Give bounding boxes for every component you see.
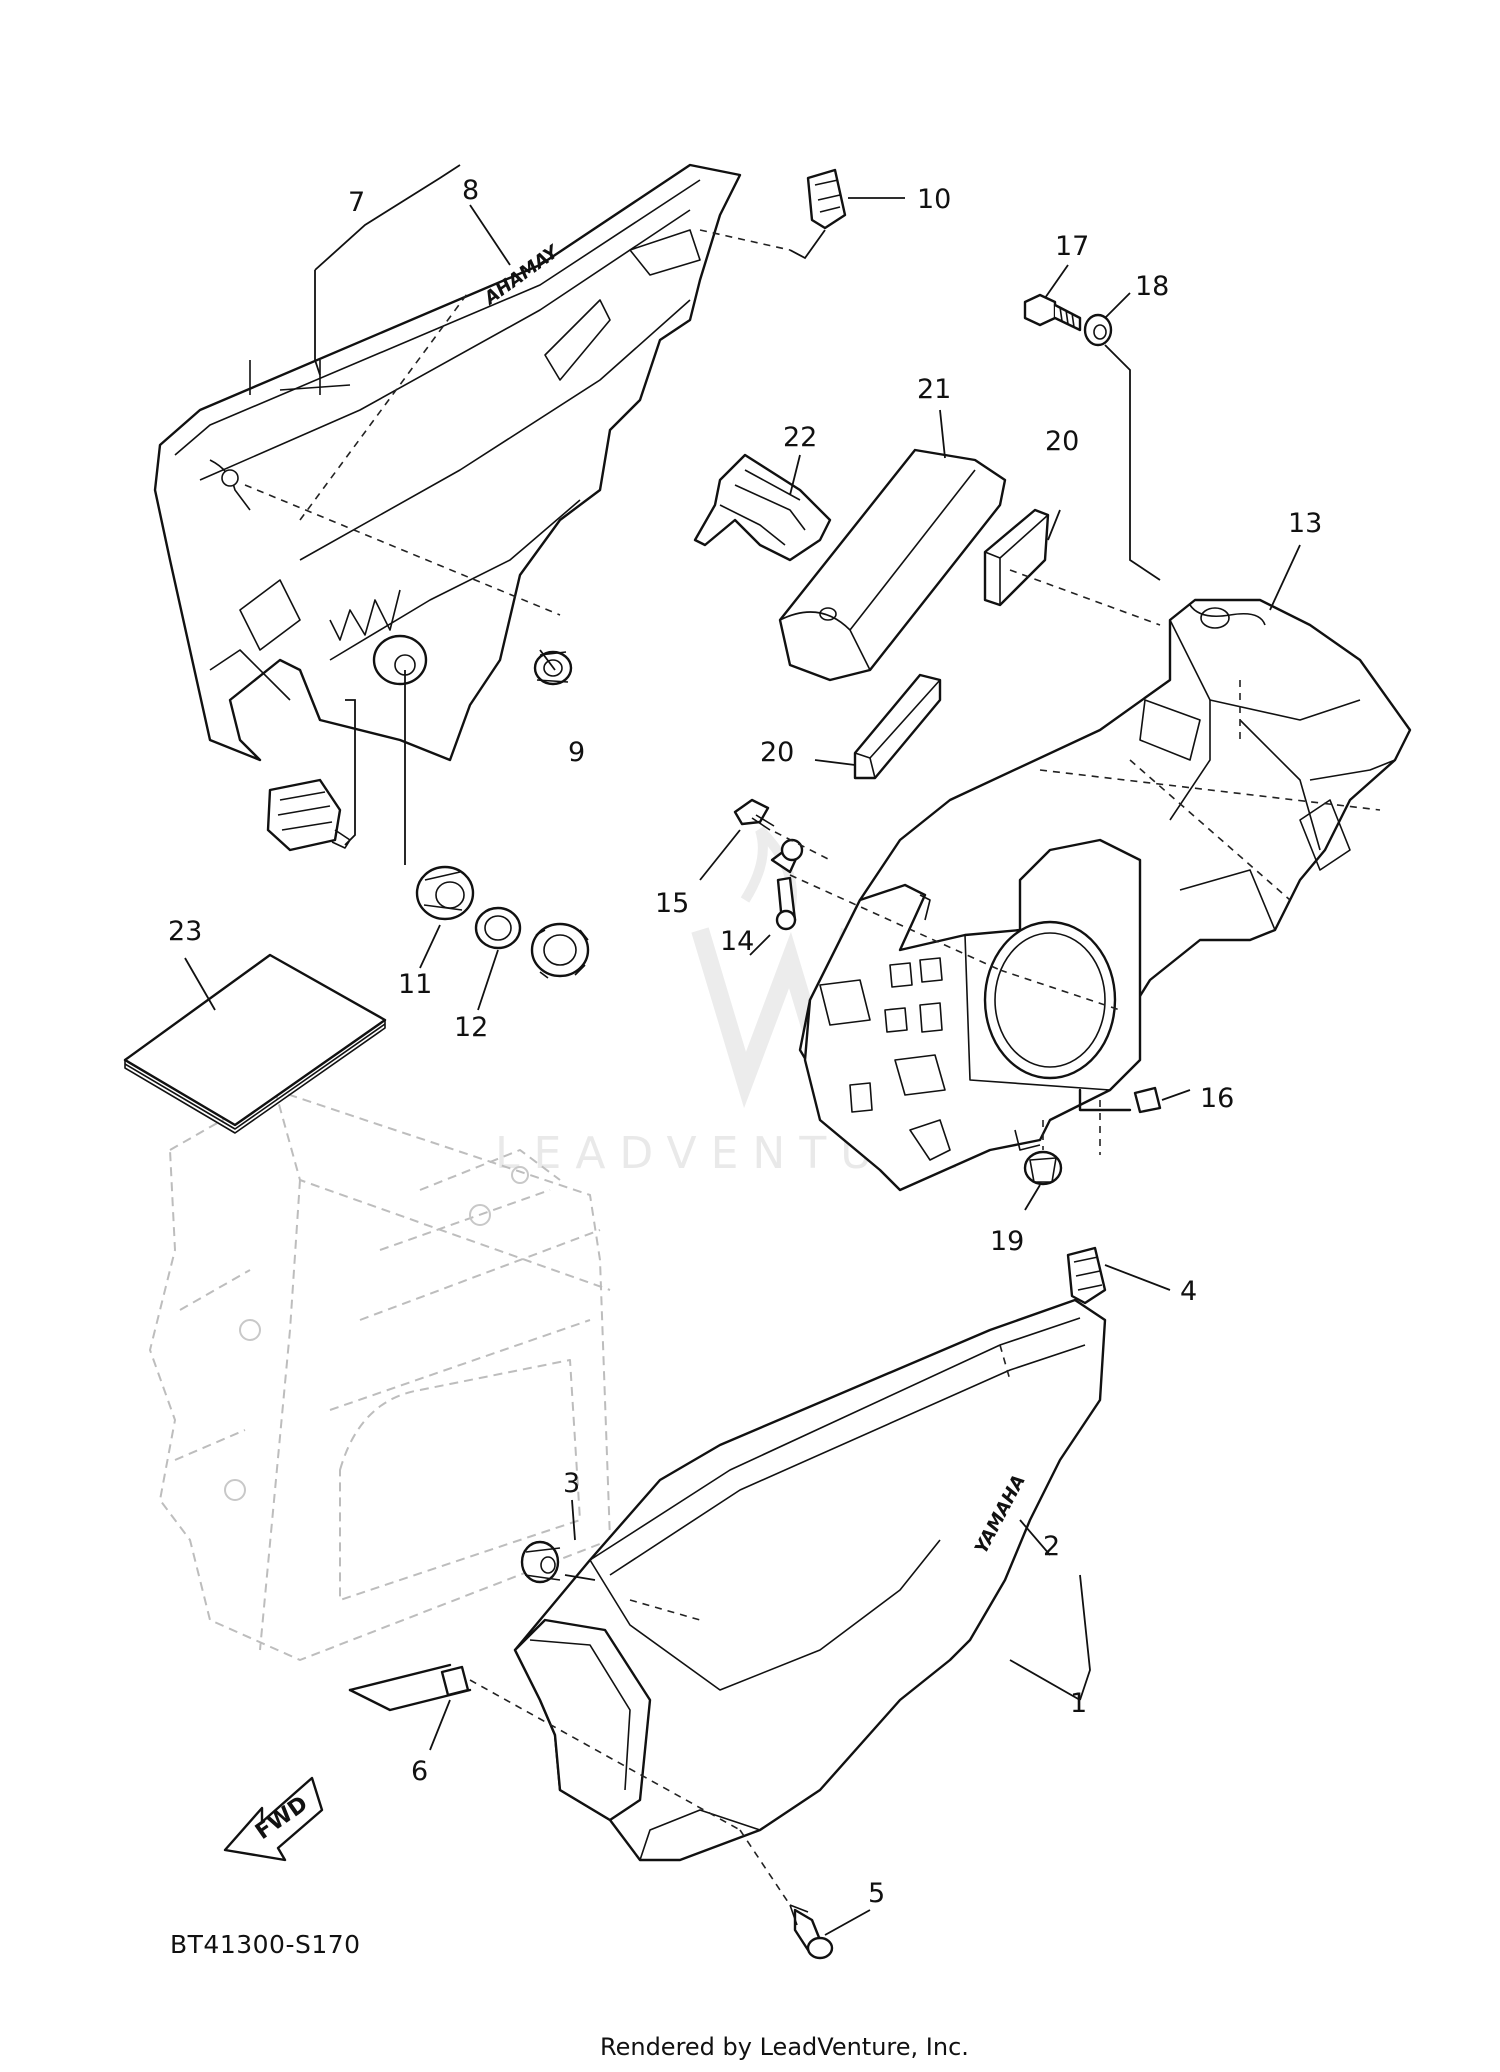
callout-11: 11: [398, 969, 432, 1000]
callout-23: 23: [168, 916, 202, 947]
callouts: 1 2 3 4 5 6 7 8 9 10 11 12 13 14 15 16 1…: [168, 175, 1322, 1909]
callout-12: 12: [454, 1012, 488, 1043]
callout-8: 8: [462, 175, 479, 206]
callout-18: 18: [1135, 271, 1169, 302]
callout-5: 5: [868, 1878, 885, 1909]
callout-6: 6: [411, 1756, 428, 1787]
callout-20-lower: 20: [760, 737, 794, 768]
air-intake-front: [789, 838, 1142, 1192]
leaders-1-2: [1009, 1519, 1091, 1701]
left-side-cover-upper: AHAMAY: [153, 163, 742, 762]
fwd-arrow: FWD: [223, 1776, 324, 1862]
callout-3: 3: [563, 1468, 580, 1499]
callout-17: 17: [1055, 231, 1089, 262]
callout-19: 19: [990, 1226, 1024, 1257]
leaders-7-8: [314, 164, 511, 376]
callout-14: 14: [720, 926, 754, 957]
leader-13: [1269, 544, 1301, 611]
callout-2: 2: [1043, 1531, 1060, 1562]
parts-20-21-22: [693, 409, 1161, 780]
left-side-cover-lower: YAMAHA: [513, 1298, 1107, 1862]
parts-17-18: [1023, 264, 1161, 581]
leaders-11-12: [419, 924, 499, 1011]
callout-10: 10: [917, 184, 951, 215]
grommets-upper: [372, 634, 590, 979]
callout-22: 22: [783, 422, 817, 453]
parts-16-19: [1023, 1086, 1191, 1211]
diagram-code: BT41300-S170: [170, 1930, 361, 1959]
callout-1: 1: [1070, 1688, 1087, 1719]
part-23-pad: [123, 953, 387, 1134]
callout-16: 16: [1200, 1083, 1234, 1114]
callout-15: 15: [655, 888, 689, 919]
parts-3-4-5-6: [348, 1246, 1171, 1960]
callout-21: 21: [917, 374, 951, 405]
side-switch: [266, 699, 356, 852]
part-10-clip: [699, 168, 905, 260]
callout-7: 7: [348, 187, 365, 218]
airbox-ghost: [149, 1089, 611, 1661]
callout-13: 13: [1288, 508, 1322, 539]
callout-20-upper: 20: [1045, 426, 1079, 457]
callout-4: 4: [1180, 1276, 1197, 1307]
parts-14-15: [699, 798, 831, 956]
render-credit: Rendered by LeadVenture, Inc.: [600, 2033, 969, 2061]
callout-9: 9: [568, 737, 585, 768]
